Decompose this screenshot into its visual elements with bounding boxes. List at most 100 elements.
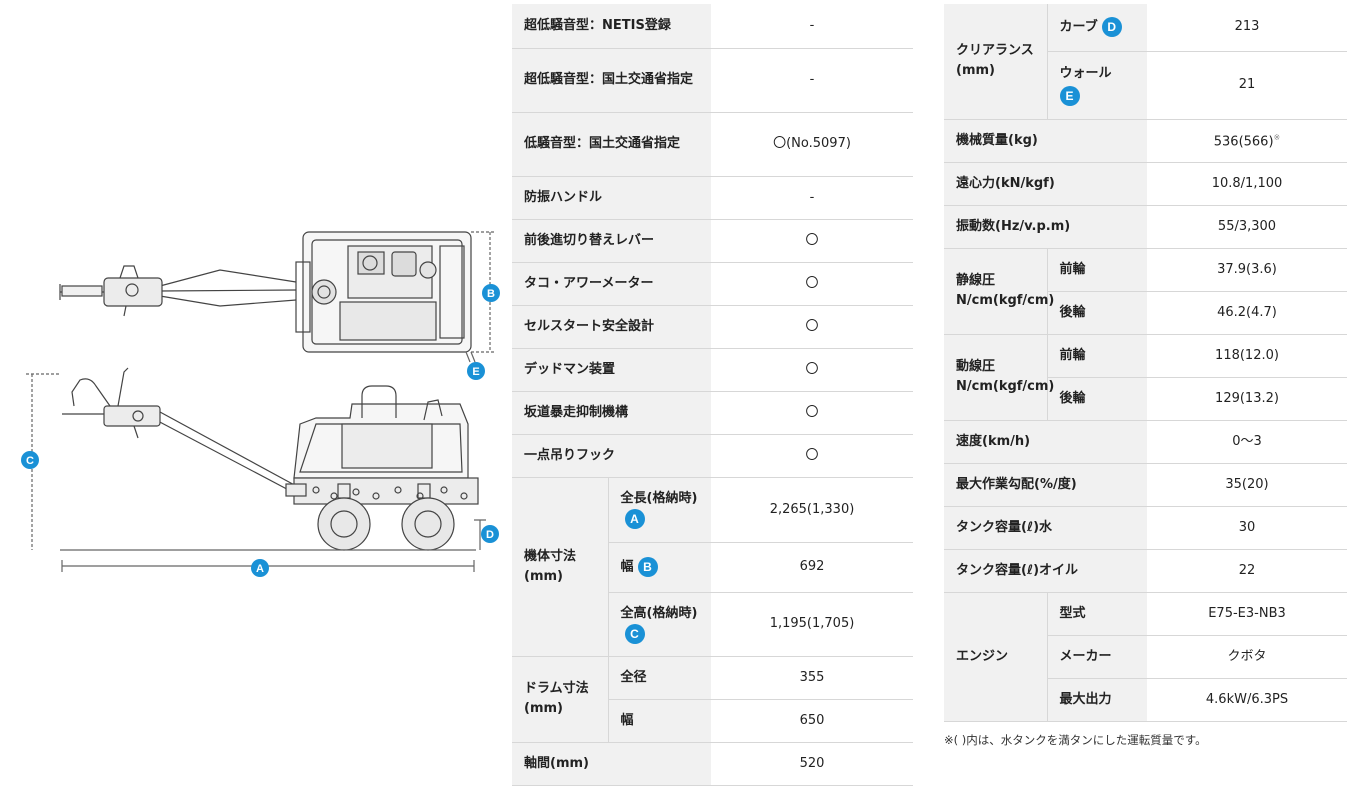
- drum-dia-value: 355: [711, 656, 914, 700]
- svg-text:B: B: [487, 288, 495, 300]
- footnote: ※( )内は、水タンクを満タンにした運転質量です。: [944, 733, 1207, 747]
- engine-model-label: 型式: [1046, 592, 1147, 636]
- row-value: 〇: [711, 348, 914, 392]
- table-row: 後輪 129(13.2): [944, 377, 1347, 421]
- row-label: 遠心力(kN/kgf): [944, 162, 1147, 206]
- row-value: 〇: [711, 305, 914, 349]
- row-label: タコ・アワーメーター: [512, 262, 712, 306]
- row-label: デッドマン装置: [512, 348, 712, 392]
- width-label: 幅: [620, 559, 634, 575]
- mass-label: 機械質量(kg): [944, 119, 1147, 163]
- static-rear-value: 46.2(4.7): [1147, 291, 1347, 335]
- row-value: 〇: [711, 262, 914, 306]
- row-label: 超低騒音型：国土交通省指定: [512, 48, 712, 113]
- table-row: 全高(格納時) C 1,195(1,705): [512, 592, 914, 657]
- row-value: 35(20): [1147, 463, 1347, 507]
- axle-value: 520: [711, 742, 914, 786]
- curb-label: カーブ: [1059, 19, 1098, 35]
- length-value: 2,265(1,330): [711, 477, 914, 543]
- row-value: 〇: [711, 391, 914, 435]
- dynamic-front-value: 118(12.0): [1147, 334, 1347, 378]
- machine-dims-label: 機体寸法(mm): [512, 477, 608, 657]
- side-view: [26, 367, 486, 572]
- wall-label-cell: ウォール E: [1046, 51, 1147, 120]
- svg-text:D: D: [486, 529, 494, 541]
- table-row: 坂道暴走抑制機構 〇: [512, 391, 914, 435]
- table-row: 後輪 46.2(4.7): [944, 291, 1347, 335]
- table-row: 最大作業勾配(%/度) 35(20): [944, 463, 1347, 507]
- row-value: 55/3,300: [1147, 205, 1347, 249]
- badge-c: C: [624, 623, 645, 644]
- row-value: 〇: [711, 219, 914, 263]
- row-value: 10.8/1,100: [1147, 162, 1347, 206]
- table-row: 振動数(Hz/v.p.m) 55/3,300: [944, 205, 1347, 249]
- dynamic-rear-value: 129(13.2): [1147, 377, 1347, 421]
- clearance-label: クリアランス(mm): [944, 4, 1047, 120]
- row-label: セルスタート安全設計: [512, 305, 712, 349]
- row-label: 一点吊りフック: [512, 434, 712, 478]
- wall-label: ウォール: [1059, 66, 1112, 81]
- row-value: -: [711, 176, 914, 220]
- svg-text:C: C: [26, 455, 34, 467]
- curb-value: 213: [1147, 4, 1347, 52]
- length-label: 全長(格納時): [620, 491, 698, 507]
- row-label: 超低騒音型：NETIS登録: [512, 4, 712, 49]
- row-label: タンク容量(ℓ)オイル: [944, 549, 1147, 593]
- wall-value: 21: [1147, 51, 1347, 120]
- row-value: 〇(No.5097): [711, 112, 914, 177]
- height-label-cell: 全高(格納時) C: [607, 592, 712, 657]
- svg-text:E: E: [472, 366, 479, 378]
- table-row: 軸間(mm) 520: [512, 742, 914, 786]
- table-row: ウォール E 21: [944, 51, 1347, 120]
- badge-a: A: [624, 509, 645, 530]
- roller-drawing: A B C D E: [21, 231, 500, 577]
- dimension-badges: A B C D E: [21, 284, 500, 577]
- badge-e: E: [467, 362, 485, 380]
- table-row: 機械質量(kg) 536(566)※: [944, 119, 1347, 163]
- row-label: 速度(km/h): [944, 420, 1147, 464]
- mass-value: 536(566): [1213, 134, 1274, 150]
- spec-table-left: 超低騒音型：NETIS登録 - 超低騒音型：国土交通省指定 - 低騒音型：国土交…: [512, 4, 914, 786]
- row-label: 振動数(Hz/v.p.m): [944, 205, 1147, 249]
- drum-width-value: 650: [711, 699, 914, 743]
- top-view: [59, 231, 494, 363]
- row-value: 30: [1147, 506, 1347, 550]
- table-row: セルスタート安全設計 〇: [512, 305, 914, 349]
- table-row: 超低騒音型：国土交通省指定 -: [512, 48, 914, 113]
- height-label: 全高(格納時): [620, 605, 698, 621]
- static-pressure-label: 静線圧N/cm(kgf/cm): [944, 248, 1054, 335]
- table-row: デッドマン装置 〇: [512, 348, 914, 392]
- badge-c: C: [21, 451, 39, 469]
- engine-power-value: 4.6kW/6.3PS: [1147, 678, 1347, 722]
- row-label: 坂道暴走抑制機構: [512, 391, 712, 435]
- mass-value-cell: 536(566)※: [1147, 119, 1347, 163]
- dynamic-pressure-label: 動線圧N/cm(kgf/cm): [944, 334, 1054, 421]
- badge-e: E: [1059, 86, 1080, 106]
- badge-a: A: [251, 559, 269, 577]
- static-front-label: 前輪: [1046, 248, 1147, 292]
- row-value: 22: [1147, 549, 1347, 593]
- table-row: 最大出力 4.6kW/6.3PS: [944, 678, 1347, 722]
- row-label: 最大作業勾配(%/度): [944, 463, 1147, 507]
- dynamic-rear-label: 後輪: [1046, 377, 1147, 421]
- table-row: 動線圧N/cm(kgf/cm) 前輪 118(12.0): [944, 334, 1347, 421]
- table-row: 速度(km/h) 0〜3: [944, 420, 1347, 464]
- row-value: -: [711, 4, 914, 49]
- drum-dims-label: ドラム寸法(mm): [512, 656, 608, 743]
- mass-note-mark: ※: [1273, 133, 1281, 143]
- height-value: 1,195(1,705): [711, 592, 914, 657]
- engine-label: エンジン: [944, 592, 1047, 722]
- row-value: -: [711, 48, 914, 113]
- table-row: タンク容量(ℓ)水 30: [944, 506, 1347, 550]
- row-label: 防振ハンドル: [512, 176, 712, 220]
- engine-model-value: E75-E3-NB3: [1147, 592, 1347, 636]
- table-row: 幅 650: [512, 699, 914, 743]
- drum-width-label: 幅: [607, 699, 712, 743]
- table-row: 前後進切り替えレバー 〇: [512, 219, 914, 263]
- table-row: ドラム寸法(mm) 全径 355: [512, 656, 914, 743]
- drum-dia-label: 全径: [607, 656, 712, 700]
- svg-text:A: A: [256, 563, 264, 575]
